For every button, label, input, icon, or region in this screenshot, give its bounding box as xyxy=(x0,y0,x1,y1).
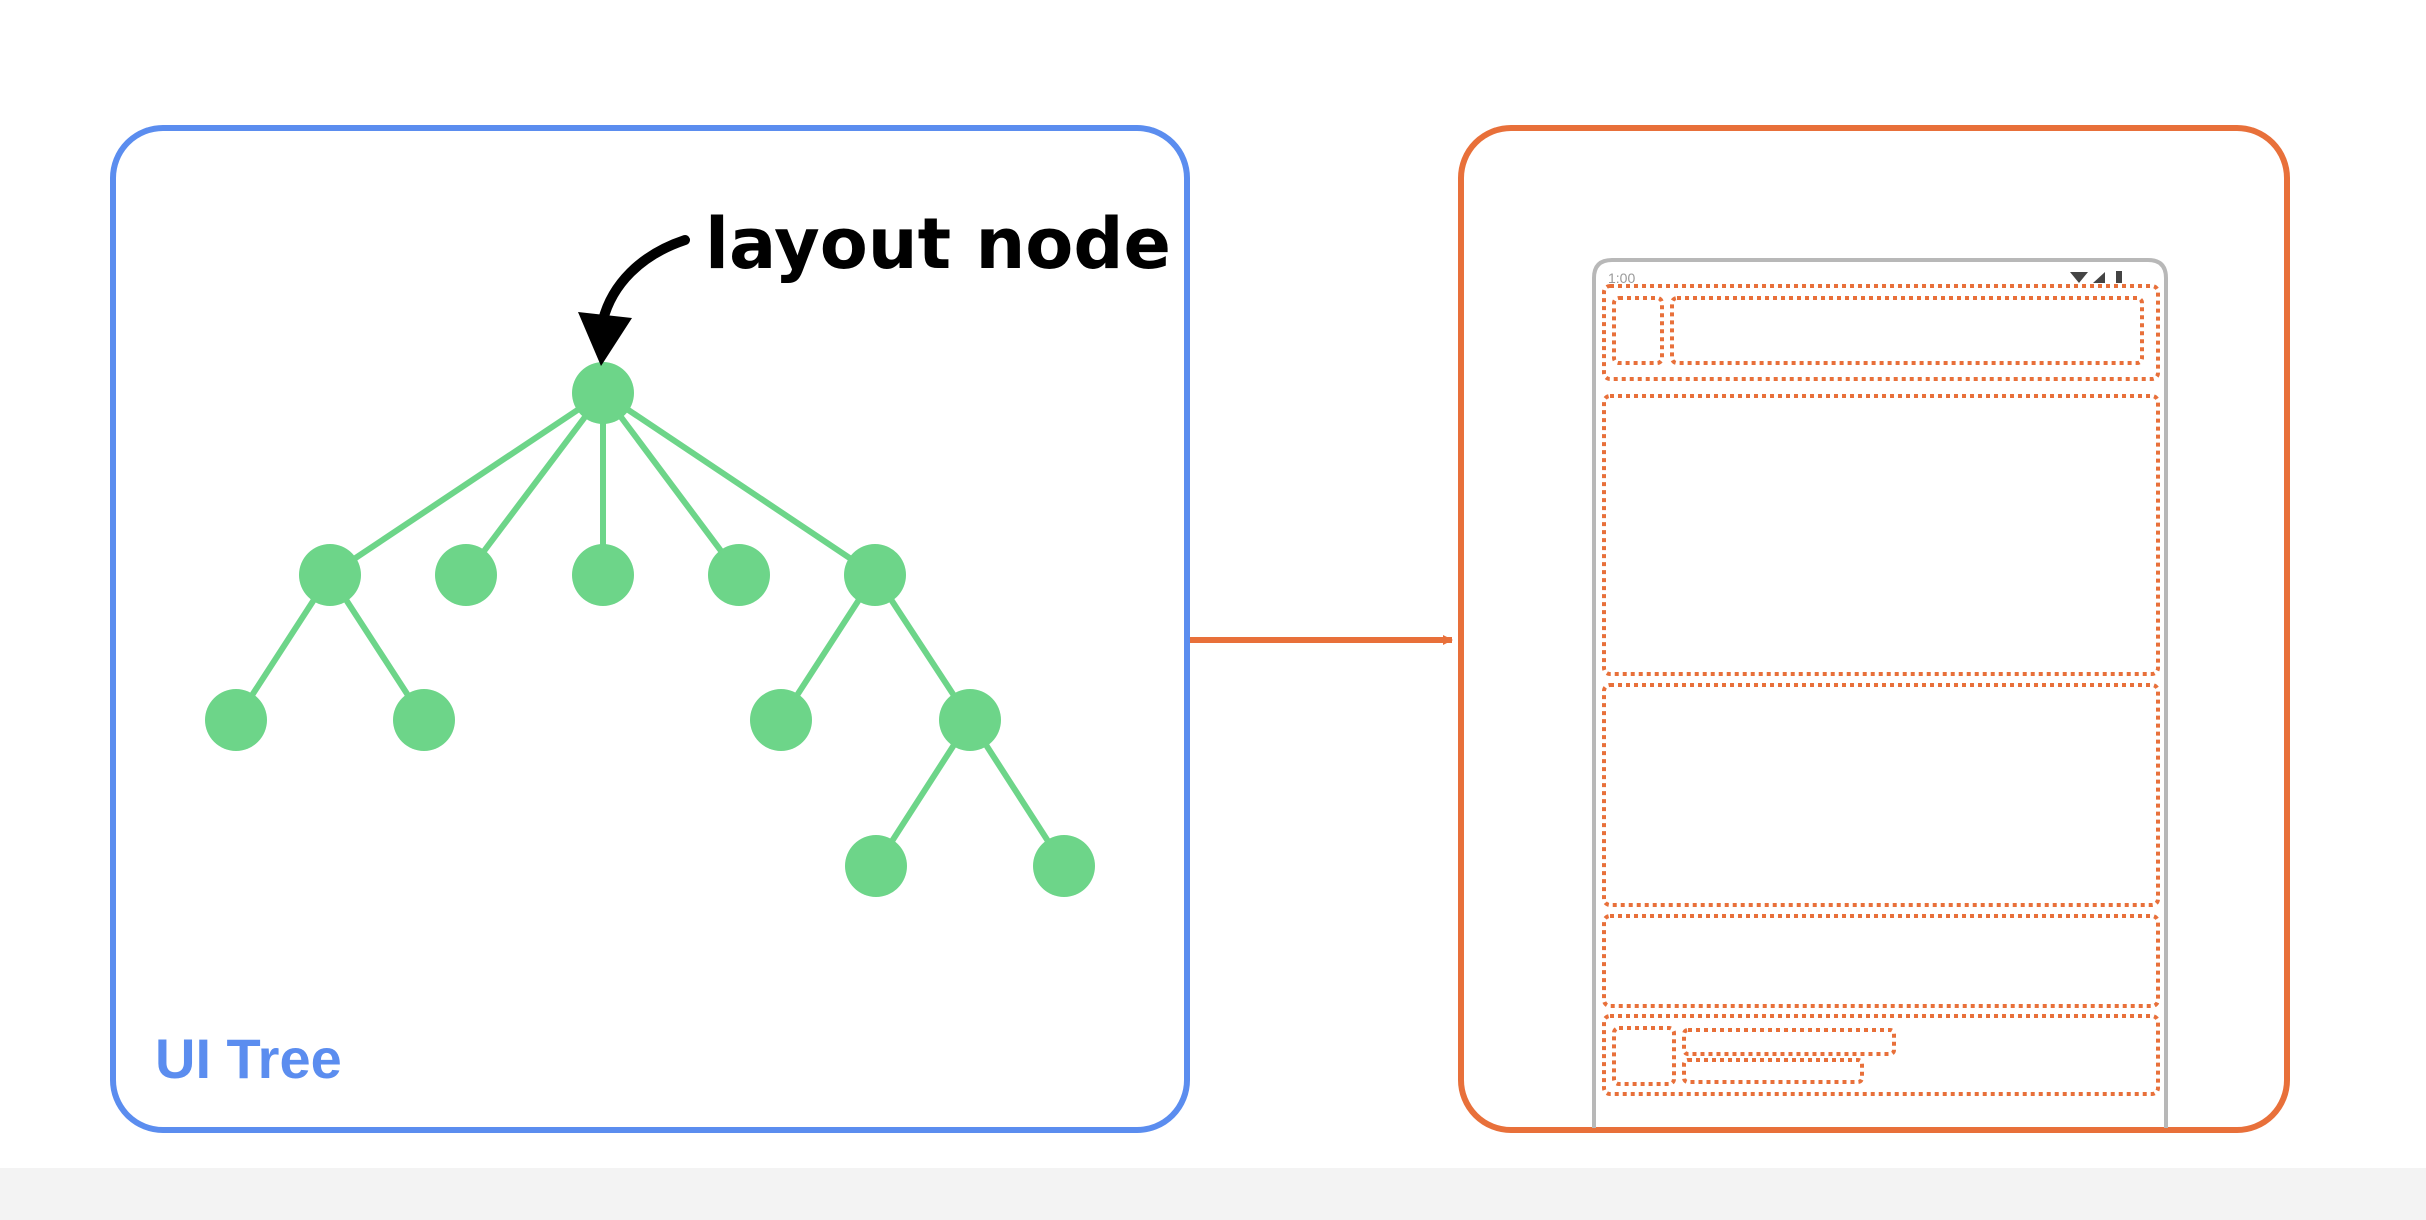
battery-icon xyxy=(2116,271,2122,283)
tree-node xyxy=(845,835,907,897)
bottom-row-title-outline xyxy=(1682,1028,1896,1056)
screen-panel xyxy=(1458,125,2290,1133)
tree-node xyxy=(299,544,361,606)
top-bar-icon-outline xyxy=(1612,296,1664,365)
ui-tree-panel xyxy=(110,125,1190,1133)
wifi-icon xyxy=(2070,272,2088,283)
phone-outline xyxy=(1592,258,2168,1128)
content-block-outline xyxy=(1602,394,2160,676)
status-time: 1:00 xyxy=(1608,270,1635,286)
tree-node xyxy=(750,689,812,751)
tree-node xyxy=(435,544,497,606)
layout-outlines xyxy=(1602,284,2160,1096)
tree-node xyxy=(393,689,455,751)
tree-node xyxy=(1033,835,1095,897)
bottom-strip xyxy=(0,1168,2426,1220)
signal-icon xyxy=(2093,272,2105,283)
ui-tree-label: UI Tree xyxy=(155,1027,342,1090)
bottom-row-outline xyxy=(1602,1014,2160,1096)
callout-arrowhead xyxy=(578,312,632,366)
top-bar-outline xyxy=(1602,284,2160,381)
bottom-row-subtitle-outline xyxy=(1682,1058,1864,1084)
tree-node xyxy=(572,544,634,606)
tree-node xyxy=(844,544,906,606)
bottom-row-icon-outline xyxy=(1612,1026,1676,1086)
top-bar-title-outline xyxy=(1670,296,2144,365)
tree-node xyxy=(205,689,267,751)
tree-node-root xyxy=(572,362,634,424)
tree-node xyxy=(708,544,770,606)
callout-arrow-curve xyxy=(598,235,690,325)
tree-nodes xyxy=(205,362,1095,897)
layout-node-callout: layout node xyxy=(705,203,1171,285)
tree-node xyxy=(939,689,1001,751)
